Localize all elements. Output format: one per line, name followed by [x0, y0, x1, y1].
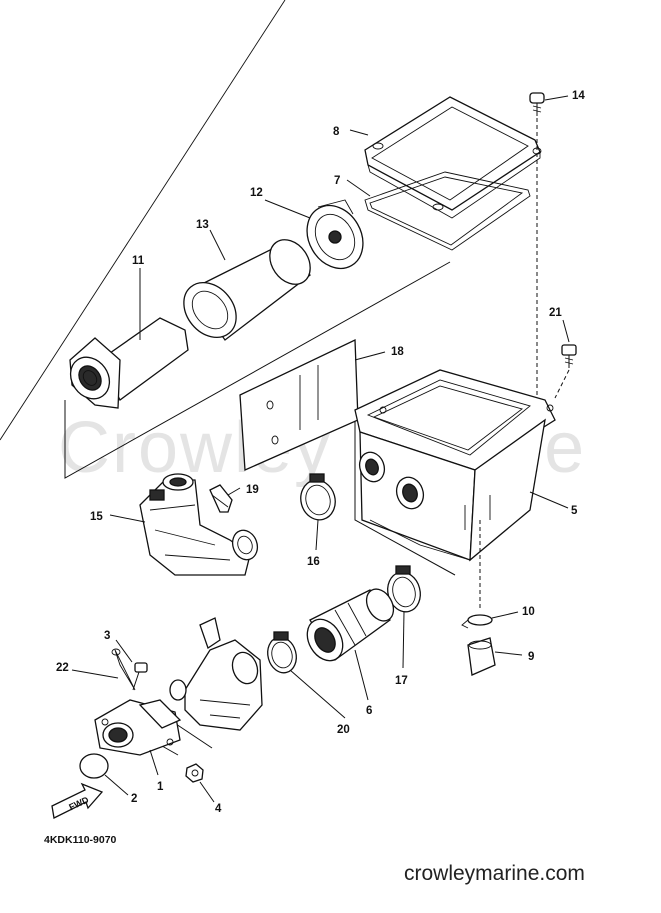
part-4-nut[interactable]: [185, 763, 204, 783]
diagram-code: 4KDK110-9070: [44, 834, 117, 846]
callout-18: 18: [391, 346, 404, 358]
fwd-arrow-icon: FWD: [51, 782, 104, 819]
part-22-clip[interactable]: [111, 648, 136, 691]
part-19-breather[interactable]: [209, 484, 233, 513]
callout-8: 8: [333, 126, 340, 138]
callout-21: 21: [549, 307, 562, 319]
callout-22: 22: [56, 662, 69, 674]
part-20-clamp[interactable]: [264, 631, 300, 676]
part-1-manifold[interactable]: [94, 699, 182, 756]
part-5-air-box[interactable]: [354, 369, 556, 610]
callout-17: 17: [395, 675, 408, 687]
callout-13: 13: [196, 219, 209, 231]
callout-4: 4: [215, 803, 222, 815]
callout-1: 1: [157, 781, 164, 793]
leader-lines: [71, 95, 570, 803]
callout-2: 2: [131, 793, 137, 805]
part-10-clip[interactable]: [461, 614, 493, 629]
part-21-bolt[interactable]: [554, 344, 577, 399]
part-13-filter-element[interactable]: [173, 232, 318, 348]
part-14-screw[interactable]: [529, 92, 545, 400]
part-17-clamp[interactable]: [383, 565, 424, 615]
website-footer: crowleymarine.com: [404, 862, 585, 885]
callout-5: 5: [571, 505, 578, 517]
part-6-joint[interactable]: [300, 584, 399, 667]
callout-10: 10: [522, 606, 535, 618]
part-8-lid[interactable]: [364, 96, 542, 219]
carburetor: [169, 617, 263, 731]
callout-6: 6: [366, 705, 372, 717]
callout-20: 20: [337, 724, 350, 736]
part-2-o-ring[interactable]: [79, 753, 109, 779]
callout-3: 3: [104, 630, 110, 642]
callout-16: 16: [307, 556, 320, 568]
part-12-filter-cap[interactable]: [296, 195, 374, 278]
callout-12: 12: [250, 187, 263, 199]
part-18-panel[interactable]: [0, 0, 359, 471]
callout-14: 14: [572, 90, 585, 102]
callout-15: 15: [90, 511, 103, 523]
part-7-lid-gasket[interactable]: [364, 171, 531, 251]
part-16-clamp[interactable]: [296, 473, 339, 524]
part-9-drain[interactable]: [467, 637, 496, 676]
callout-7: 7: [334, 175, 340, 187]
callout-9: 9: [528, 651, 534, 663]
callouts: 8 7 14 12 13 11 21 18 5 19 15 16 17 6 20…: [56, 90, 585, 815]
part-11-filter-frame[interactable]: [63, 317, 189, 409]
part-15-intake-boot[interactable]: [139, 473, 261, 576]
callout-11: 11: [132, 255, 145, 267]
callout-19: 19: [246, 484, 259, 496]
part-3-bolt[interactable]: [132, 662, 148, 691]
